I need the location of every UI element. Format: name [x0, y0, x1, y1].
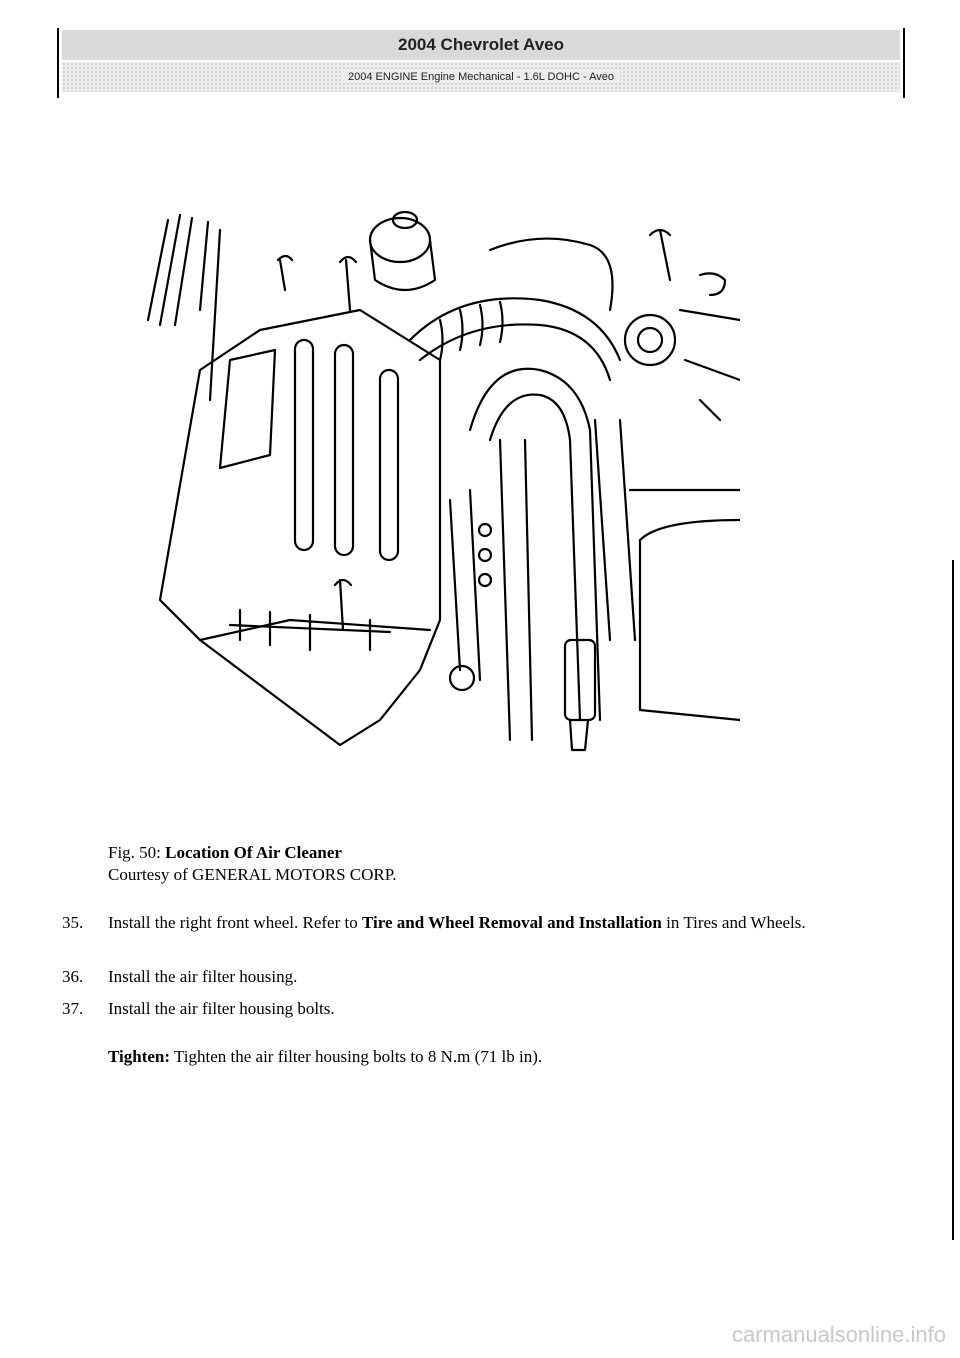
- document-subtitle-text: 2004 ENGINE Engine Mechanical - 1.6L DOH…: [342, 71, 620, 83]
- figure-number: Fig. 50:: [108, 843, 161, 862]
- tighten-label: Tighten:: [108, 1047, 171, 1066]
- tighten-spec: Tighten: Tighten the air filter housing …: [108, 1046, 542, 1068]
- step-text-after: in Tires and Wheels.: [661, 913, 806, 932]
- step-number: 37.: [62, 999, 84, 1018]
- step-text-before: Install the right front wheel. Refer to: [108, 913, 362, 932]
- air-cleaner-illustration: [140, 200, 742, 760]
- step-number: 35.: [62, 913, 84, 932]
- figure-caption: Fig. 50: Location Of Air Cleaner Courtes…: [108, 842, 397, 886]
- document-subtitle: 2004 ENGINE Engine Mechanical - 1.6L DOH…: [62, 62, 900, 92]
- page-border-left: [57, 28, 59, 98]
- figure-title: Location Of Air Cleaner: [165, 843, 342, 862]
- step-text: Install the air filter housing.: [108, 967, 298, 986]
- tighten-text: Tighten the air filter housing bolts to …: [170, 1047, 543, 1066]
- figure-credit: Courtesy of GENERAL MOTORS CORP.: [108, 865, 397, 884]
- step-text: Install the right front wheel. Refer to …: [108, 912, 898, 934]
- wheel-removal-link[interactable]: Tire and Wheel Removal and Installation: [361, 913, 662, 932]
- site-watermark: carmanualsonline.info: [731, 1322, 946, 1347]
- step-number: 36.: [62, 967, 84, 986]
- step-text: Install the air filter housing bolts.: [108, 999, 335, 1018]
- page-margin-rule: [952, 560, 954, 1240]
- page-border-right: [903, 28, 905, 98]
- document-title: 2004 Chevrolet Aveo: [62, 30, 900, 60]
- figure-caption-line: Fig. 50: Location Of Air Cleaner: [108, 842, 397, 864]
